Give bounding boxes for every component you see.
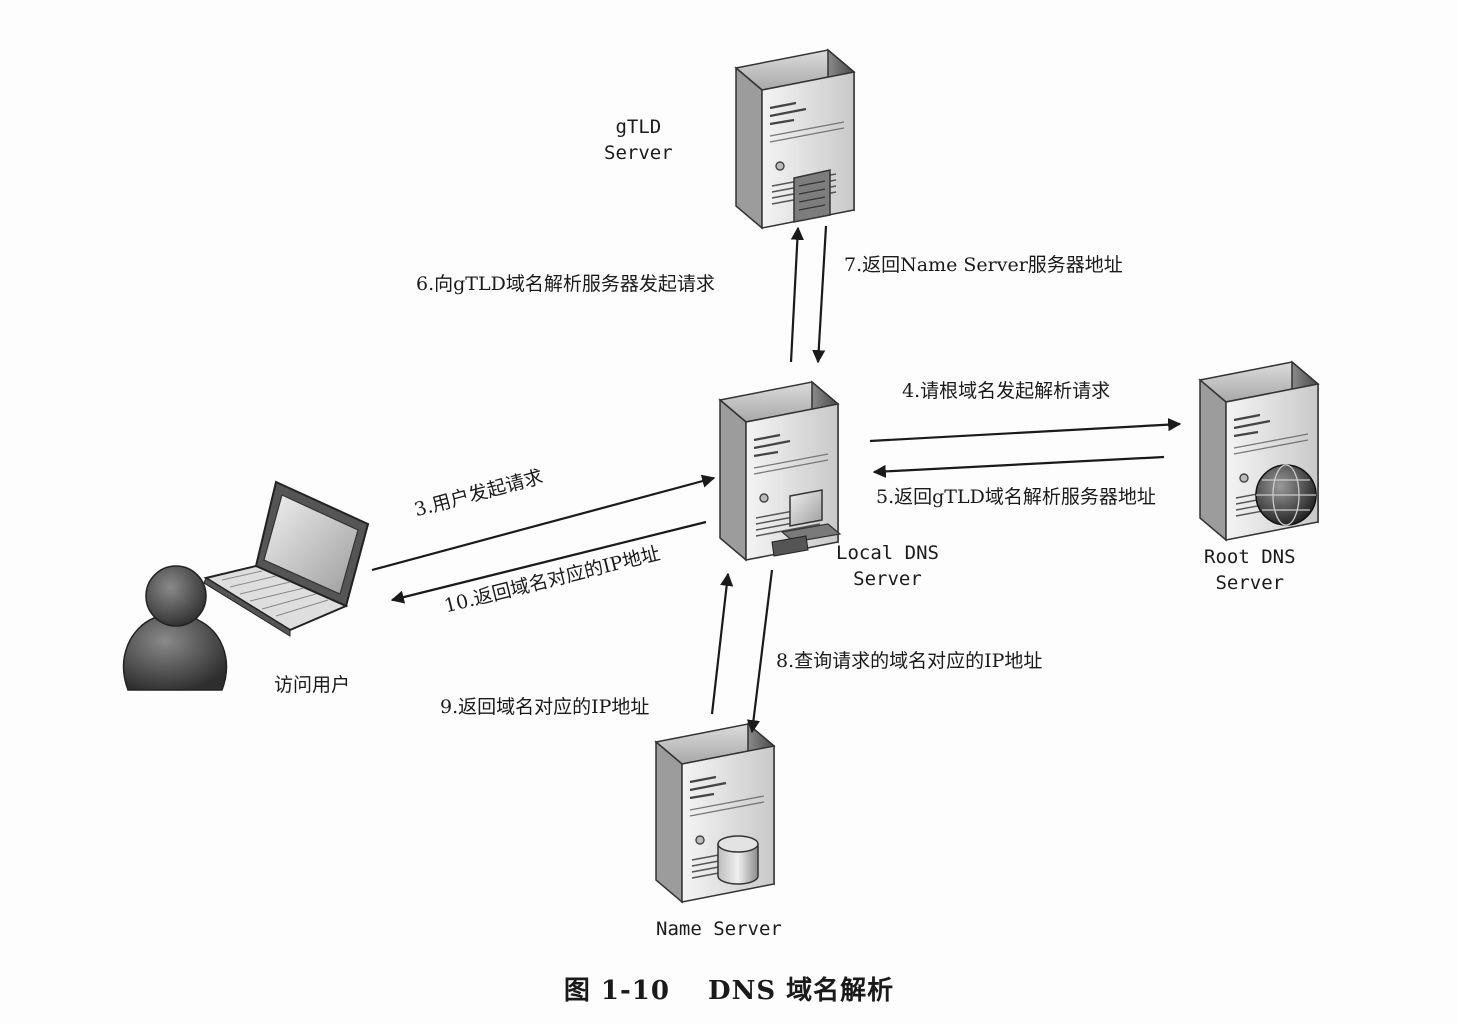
step-4-label: 4.请根域名发起解析请求 <box>902 380 1111 402</box>
root-dns-server-label-line1: Root DNS <box>1204 546 1296 568</box>
arrow-step-7 <box>812 225 828 364</box>
step-7-label: 7.返回Name Server服务器地址 <box>844 254 1123 276</box>
gtld-server-icon <box>734 48 856 230</box>
arrow-step-6 <box>789 226 804 363</box>
user-icon <box>123 565 228 691</box>
arrow-step-5 <box>872 455 1165 478</box>
local-dns-server-label: Local DNS Server <box>836 540 939 592</box>
step-5-label: 5.返回gTLD域名解析服务器地址 <box>876 486 1156 508</box>
figure-number: 图 1-10 <box>563 976 670 1006</box>
step-9-label: 9.返回域名对应的IP地址 <box>440 696 650 718</box>
step-8-label: 8.查询请求的域名对应的IP地址 <box>776 650 1043 672</box>
arrow-step-3 <box>371 474 716 572</box>
name-server-icon <box>654 722 776 904</box>
figure-title: DNS 域名解析 <box>708 976 895 1006</box>
local-dns-server-label-line1: Local DNS <box>836 542 939 564</box>
arrow-step-10 <box>390 520 707 604</box>
name-server-label: Name Server <box>656 918 782 940</box>
root-dns-server-label-line2: Server <box>1215 572 1285 595</box>
step-6-label: 6.向gTLD域名解析服务器发起请求 <box>416 273 715 295</box>
arrow-step-4 <box>869 418 1182 443</box>
user-label: 访问用户 <box>274 674 351 696</box>
gtld-server-label-line1: gTLD <box>615 116 662 138</box>
arrow-step-8 <box>746 569 774 734</box>
laptop-icon <box>203 480 370 637</box>
arrow-step-9 <box>710 572 734 715</box>
local-dns-server-icon <box>718 380 842 562</box>
figure-caption: 图 1-10 DNS 域名解析 <box>0 970 1458 1007</box>
gtld-server-label: gTLD Server <box>604 114 673 166</box>
local-dns-server-label-line2: Server <box>853 568 922 591</box>
root-dns-server-label: Root DNS Server <box>1204 544 1296 596</box>
root-dns-server-icon <box>1198 360 1320 542</box>
gtld-server-label-line2: Server <box>604 142 673 165</box>
